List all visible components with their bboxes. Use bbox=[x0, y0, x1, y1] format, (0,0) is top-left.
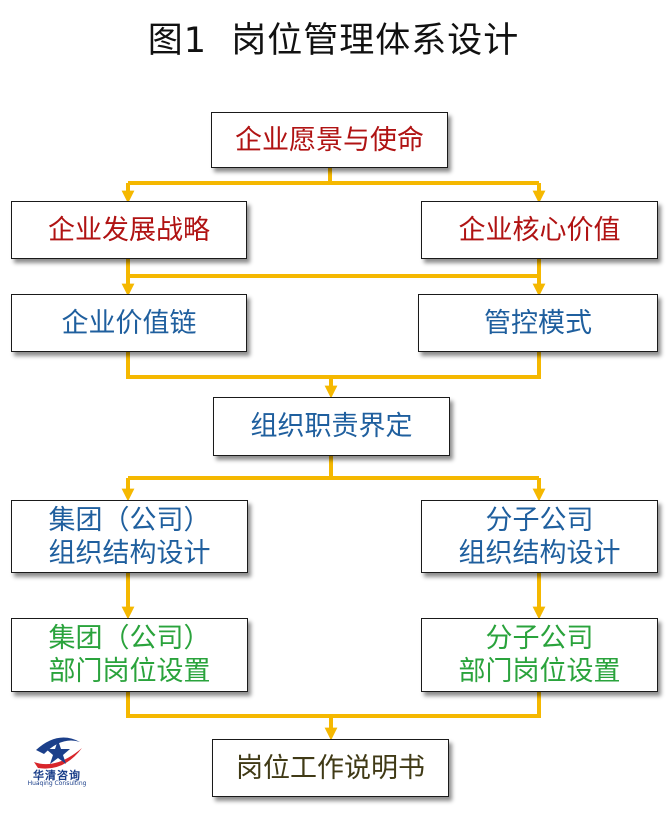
node-label-line1: 集团（公司） bbox=[48, 623, 211, 654]
node-strategy: 企业发展战略 bbox=[11, 201, 247, 259]
node-label: 岗位工作说明书 bbox=[236, 752, 425, 784]
node-label-line1: 分子公司 bbox=[485, 623, 594, 654]
company-logo-icon bbox=[34, 737, 82, 769]
node-label-line2: 部门岗位设置 bbox=[48, 656, 211, 687]
node-label: 组织职责界定 bbox=[250, 411, 413, 442]
node-sub-org-design: 分子公司 组织结构设计 bbox=[421, 500, 658, 573]
node-sub-posts: 分子公司 部门岗位设置 bbox=[421, 618, 658, 692]
node-label: 企业核心价值 bbox=[458, 214, 621, 246]
node-core-values: 企业核心价值 bbox=[421, 201, 658, 259]
connector-merge-2 bbox=[126, 692, 541, 718]
node-value-chain: 企业价值链 bbox=[11, 294, 247, 352]
node-group-org-design: 集团（公司） 组织结构设计 bbox=[11, 500, 248, 573]
node-label: 企业价值链 bbox=[61, 307, 197, 339]
node-label: 企业愿景与使命 bbox=[235, 124, 424, 156]
node-group-posts: 集团（公司） 部门岗位设置 bbox=[11, 618, 248, 692]
node-label-line2: 部门岗位设置 bbox=[458, 656, 621, 687]
node-vision-mission: 企业愿景与使命 bbox=[211, 112, 448, 168]
node-label: 管控模式 bbox=[484, 307, 592, 339]
diagram-title: 图1 岗位管理体系设计 bbox=[147, 21, 520, 61]
logo-text-en: Huaqing Consulting bbox=[27, 780, 87, 787]
node-job-description: 岗位工作说明书 bbox=[212, 739, 449, 797]
connector-merge-1 bbox=[126, 352, 541, 379]
node-label-line1: 集团（公司） bbox=[48, 504, 211, 536]
node-control-mode: 管控模式 bbox=[418, 294, 658, 352]
node-label-line1: 分子公司 bbox=[485, 504, 594, 536]
node-label: 企业发展战略 bbox=[48, 214, 210, 246]
node-label-line2: 组织结构设计 bbox=[458, 537, 621, 569]
node-label-line2: 组织结构设计 bbox=[48, 537, 211, 569]
logo-text-cn: 华清咨询 bbox=[33, 769, 81, 782]
node-responsibility: 组织职责界定 bbox=[213, 397, 450, 456]
